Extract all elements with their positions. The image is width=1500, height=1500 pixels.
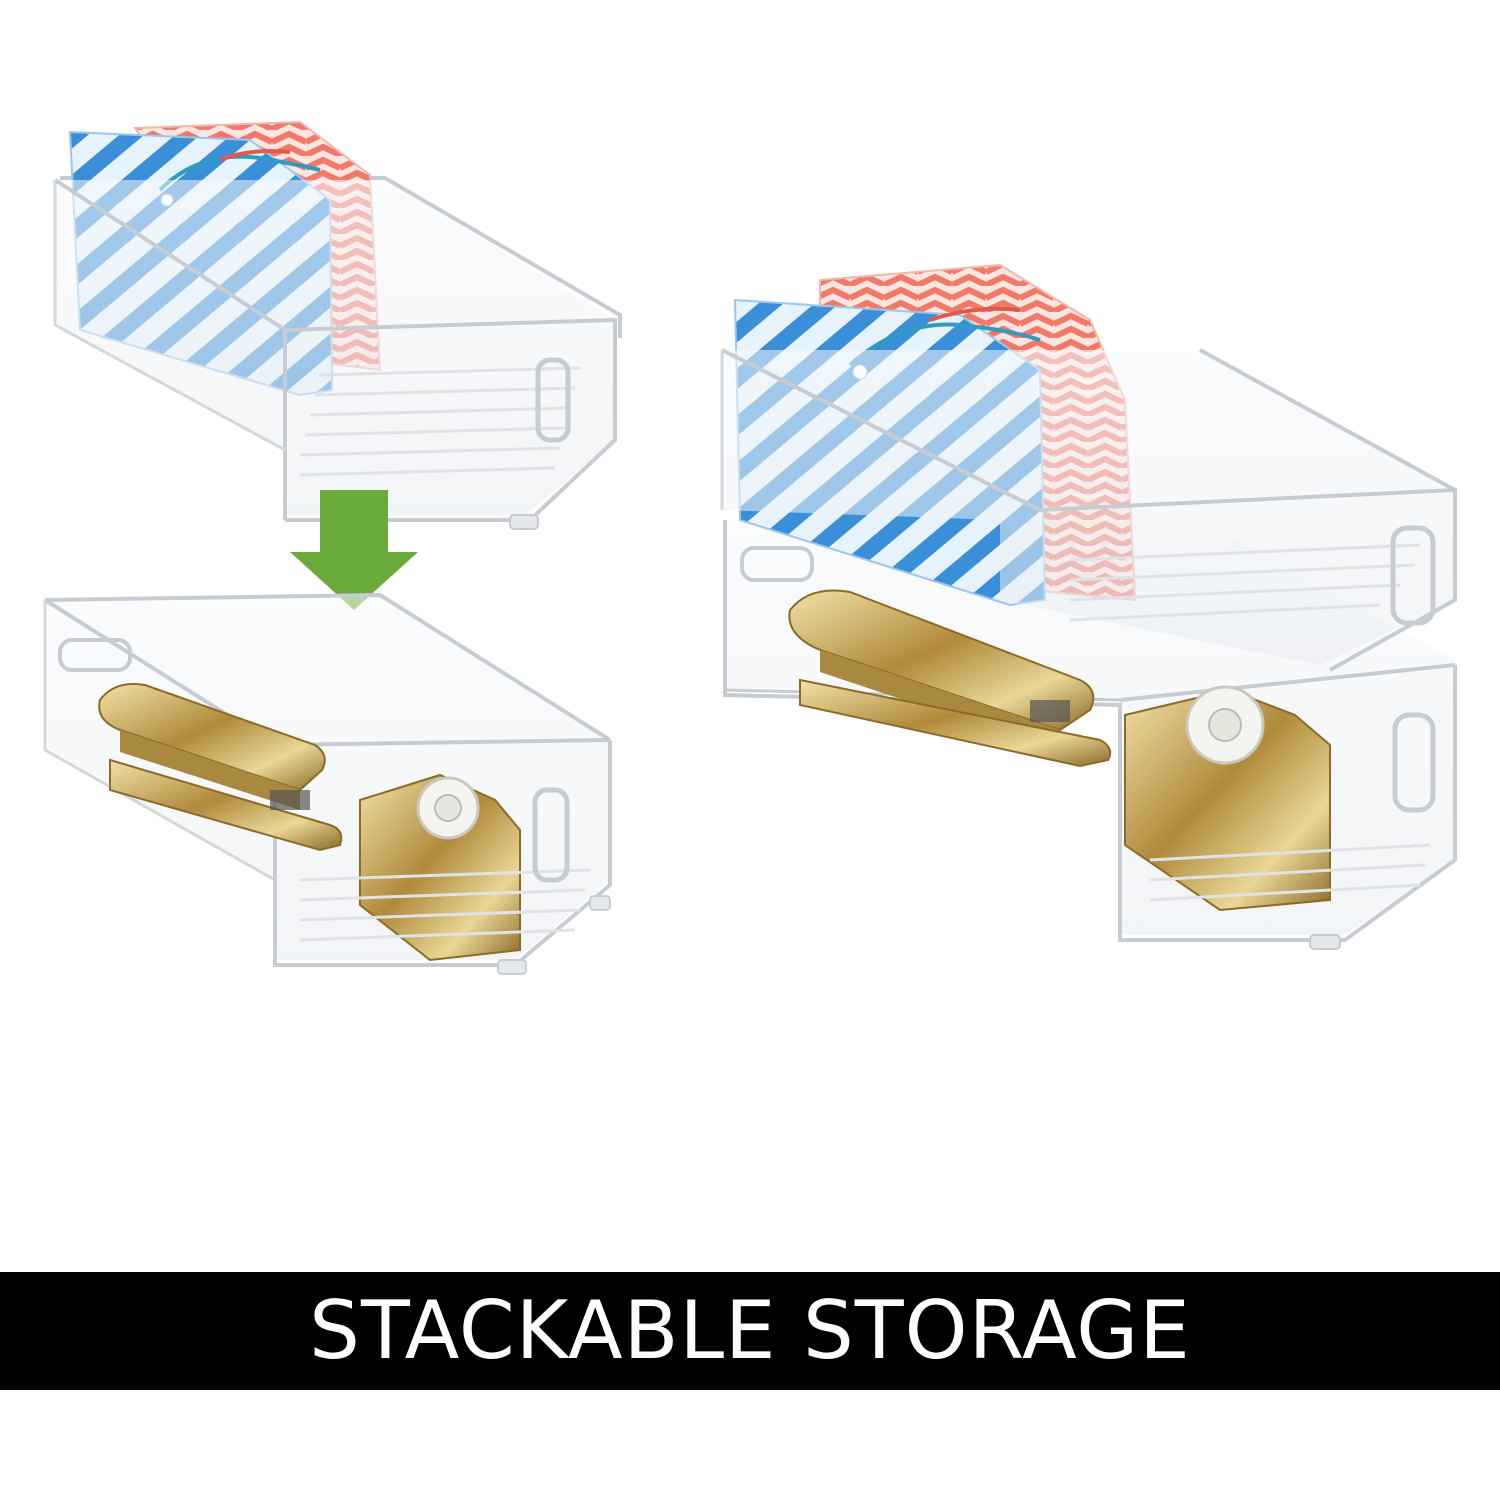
upper-stacked-bin — [720, 263, 1457, 672]
caption-text: STACKABLE STORAGE — [309, 1284, 1191, 1377]
arrow-down-icon — [290, 490, 418, 610]
top-bin-with-folders — [53, 120, 622, 530]
stacked-bins — [720, 263, 1457, 950]
caption-banner: STACKABLE STORAGE — [0, 1272, 1500, 1390]
bottom-bin-with-stapler — [43, 592, 612, 975]
lower-stacked-bin — [723, 520, 1457, 950]
stapler — [788, 589, 1112, 768]
product-illustration — [43, 120, 1457, 975]
stapler — [98, 683, 343, 852]
tape-dispenser — [1124, 685, 1331, 912]
